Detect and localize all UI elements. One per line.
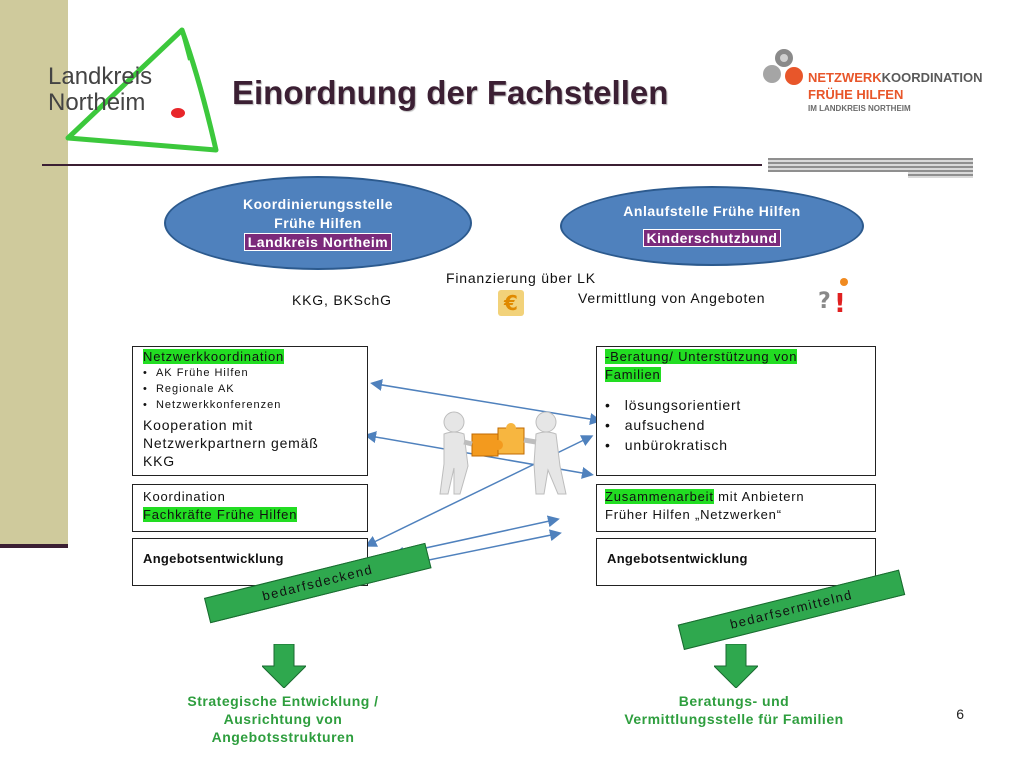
cooperation-text-1: Kooperation mit <box>143 417 254 433</box>
svg-text:!: ! <box>834 289 846 316</box>
counselling-output-line-1: Beratungs- und <box>678 693 790 709</box>
svg-text:€: € <box>503 291 518 315</box>
strategic-output-line-3: Angebotsstrukturen <box>211 729 355 745</box>
offer-development-box-right: Angebotsentwicklung <box>596 538 876 586</box>
left-down-arrow-icon <box>260 643 308 689</box>
law-label: KKG, BKSchG <box>292 292 392 308</box>
cooperation-box: Zusammenarbeit mit Anbietern Früher Hilf… <box>596 484 876 532</box>
counselling-box: -Beratung/ Unterstützung von Familien • … <box>596 346 876 476</box>
logo-triangle-icon <box>65 27 219 153</box>
financing-label: Finanzierung über LK <box>446 270 596 286</box>
bullet-item: • Netzwerkkonferenzen <box>143 399 282 411</box>
ellipse-left-line-1: Koordinierungsstelle <box>242 196 394 212</box>
network-coordination-box: Netzwerkkoordination • AK Frühe Hilfen •… <box>132 346 368 476</box>
counselling-mediation-output: Beratungs- und Vermittlungsstelle für Fa… <box>584 692 884 728</box>
mediation-label: Vermittlung von Angeboten <box>578 290 766 306</box>
network-logo-line-2: FRÜHE HILFEN <box>808 87 904 102</box>
coordination-line-1: Koordination <box>143 489 226 504</box>
bullet-item: • Regionale AK <box>143 383 235 395</box>
diagram-image: Koordinierungsstelle Frühe Hilfen Landkr… <box>118 172 908 748</box>
sidebar-decoration <box>0 0 68 546</box>
bullet-item: • AK Frühe Hilfen <box>143 367 249 379</box>
bullet-item: • lösungsorientiert <box>605 397 742 413</box>
right-down-arrow-icon <box>712 643 760 689</box>
counselling-heading-1: -Beratung/ Unterstützung von <box>605 349 798 364</box>
cooperation-text-3: KKG <box>143 453 175 469</box>
network-logo-line-3: IM LANDKREIS NORTHEIM <box>808 104 911 113</box>
bullet-item: • unbürokratisch <box>605 437 728 453</box>
offer-development-left-label: Angebotsentwicklung <box>143 551 284 566</box>
slide-title: Einordnung der Fachstellen <box>232 74 669 111</box>
logo-line-2: Northeim <box>48 89 146 116</box>
ellipse-left-line-2: Frühe Hilfen <box>274 215 362 231</box>
network-coordination-heading: Netzwerkkoordination <box>143 349 285 364</box>
title-underline <box>42 164 762 166</box>
counselling-heading-2: Familien <box>605 367 661 382</box>
svg-text:?: ? <box>818 289 831 314</box>
ellipse-right-highlight: Kinderschutzbund <box>642 229 782 247</box>
offer-development-right-label: Angebotsentwicklung <box>607 551 748 566</box>
bullet-item: • aufsuchend <box>605 417 706 433</box>
cooperation-line-2: Früher Hilfen „Netzwerken“ <box>605 507 782 522</box>
landkreis-northeim-logo: Landkreis Northeim <box>40 20 230 160</box>
logo-line-1: Landkreis <box>48 63 153 90</box>
cooperation-line-1: Zusammenarbeit mit Anbietern <box>605 489 805 504</box>
cooperation-text-2: Netzwerkpartnern gemäß <box>143 435 319 451</box>
strategic-development-output: Strategische Entwicklung / Ausrichtung v… <box>148 692 418 746</box>
ellipse-right-line-1: Anlaufstelle Frühe Hilfen <box>623 203 801 219</box>
ellipse-left-highlight: Landkreis Northeim <box>243 233 393 251</box>
contact-point-ellipse: Anlaufstelle Frühe Hilfen Kinderschutzbu… <box>560 186 864 266</box>
puzzle-people-illustration <box>420 408 580 498</box>
coordination-line-2: Fachkräfte Frühe Hilfen <box>143 507 298 522</box>
question-exclamation-icon: ? ! <box>814 276 854 319</box>
counselling-output-line-2: Vermittlungsstelle für Familien <box>624 711 844 727</box>
strategic-output-line-1: Strategische Entwicklung / <box>187 693 379 709</box>
slide-number: 6 <box>956 706 964 722</box>
euro-icon: € <box>498 290 524 316</box>
network-logo-line-1: NETZWERKKOORDINATION <box>808 70 983 85</box>
coordination-office-ellipse: Koordinierungsstelle Frühe Hilfen Landkr… <box>164 176 472 270</box>
strategic-output-line-2: Ausrichtung von <box>223 711 343 727</box>
puzzle-logo-icon <box>760 44 810 94</box>
coordination-box: Koordination Fachkräfte Frühe Hilfen <box>132 484 368 532</box>
sidebar-bottom-line <box>0 544 68 548</box>
